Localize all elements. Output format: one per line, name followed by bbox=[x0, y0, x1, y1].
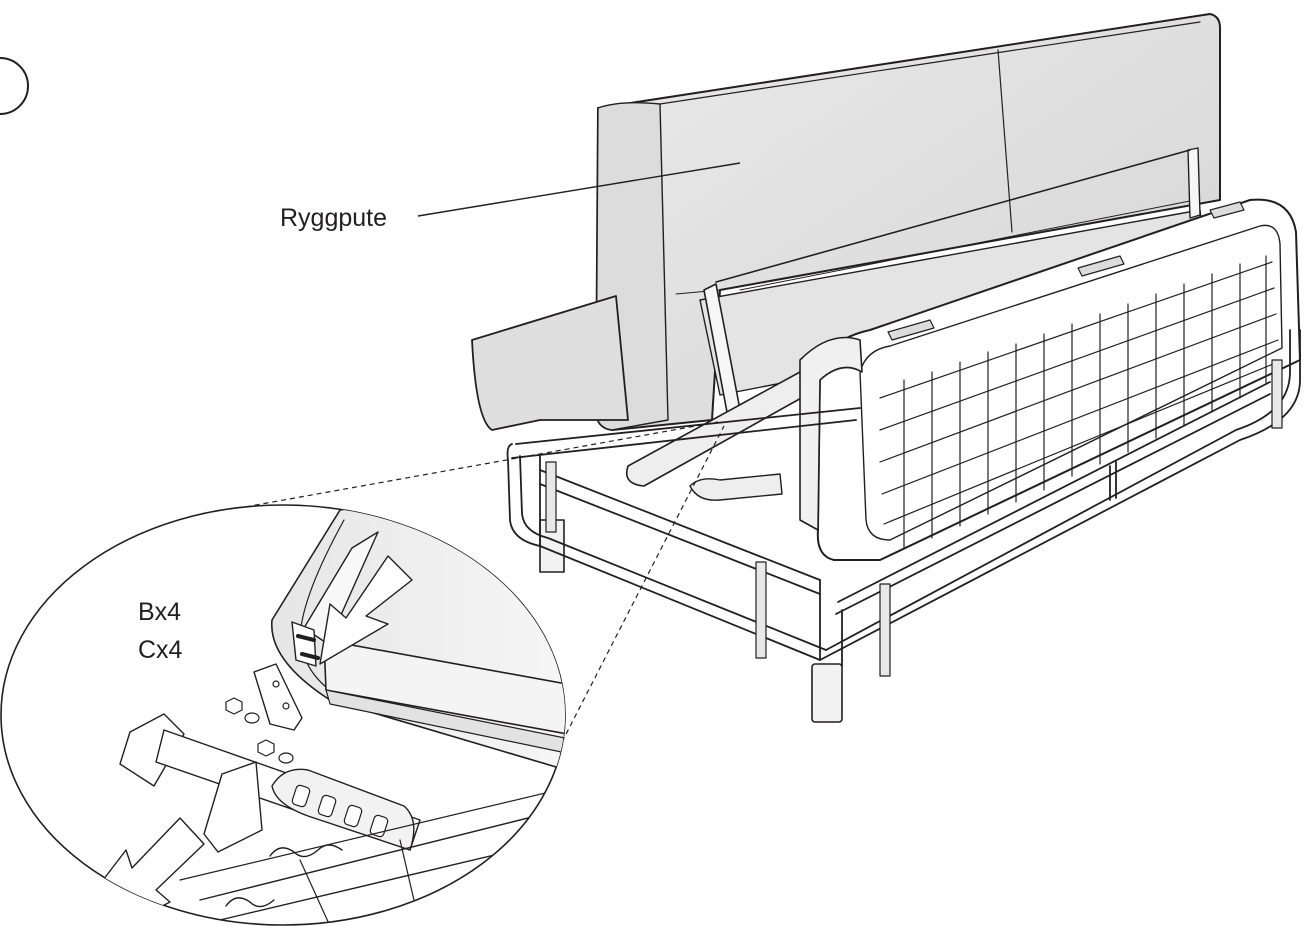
zoom-spring bbox=[225, 897, 275, 908]
frame-clamp bbox=[755, 561, 767, 659]
detail-zoom bbox=[0, 504, 566, 926]
base-frame bbox=[506, 329, 1301, 667]
cushion-leader-line bbox=[417, 162, 741, 217]
support-rod bbox=[715, 149, 1191, 283]
cushion-lower-seam bbox=[739, 199, 1196, 291]
zoom-hinge-plate bbox=[253, 663, 303, 731]
cushion-label: Ryggpute bbox=[280, 204, 387, 232]
washer-c bbox=[278, 752, 294, 764]
step-number-circle bbox=[0, 57, 29, 115]
seat-side bbox=[799, 336, 863, 531]
zoom-arm-bracket bbox=[203, 761, 263, 853]
bolt bbox=[300, 652, 320, 660]
frame-clamp bbox=[879, 583, 891, 677]
nut-b bbox=[225, 697, 243, 715]
seat-grid bbox=[879, 255, 1279, 549]
cushion-seam bbox=[659, 21, 1201, 105]
strap bbox=[1077, 255, 1125, 277]
zoom-frame-lip bbox=[325, 689, 565, 761]
zoom-rail bbox=[179, 779, 565, 881]
frame-clamp bbox=[545, 461, 557, 533]
support-bar bbox=[1187, 147, 1201, 219]
strap bbox=[887, 319, 935, 341]
bolt bbox=[296, 634, 316, 642]
washer-c bbox=[244, 712, 260, 724]
zoom-spring bbox=[269, 844, 343, 858]
strap bbox=[1209, 201, 1245, 219]
cushion-seam bbox=[997, 49, 1013, 233]
zoom-frame-bar bbox=[323, 639, 565, 741]
zoom-rail bbox=[299, 859, 331, 925]
hinge-arm bbox=[625, 371, 813, 487]
part-c-label: Cx4 bbox=[138, 636, 183, 664]
nut-b bbox=[257, 739, 275, 757]
hinge-roller bbox=[689, 473, 783, 501]
frame-clamp bbox=[1271, 359, 1283, 429]
cushion-bottom-fold bbox=[471, 295, 629, 431]
sofa-illustration bbox=[471, 13, 1301, 723]
insert-arrow bbox=[319, 555, 413, 665]
sofa-leg bbox=[811, 663, 843, 723]
zoom-leader-top bbox=[227, 421, 719, 511]
part-b-label: Bx4 bbox=[138, 598, 181, 626]
